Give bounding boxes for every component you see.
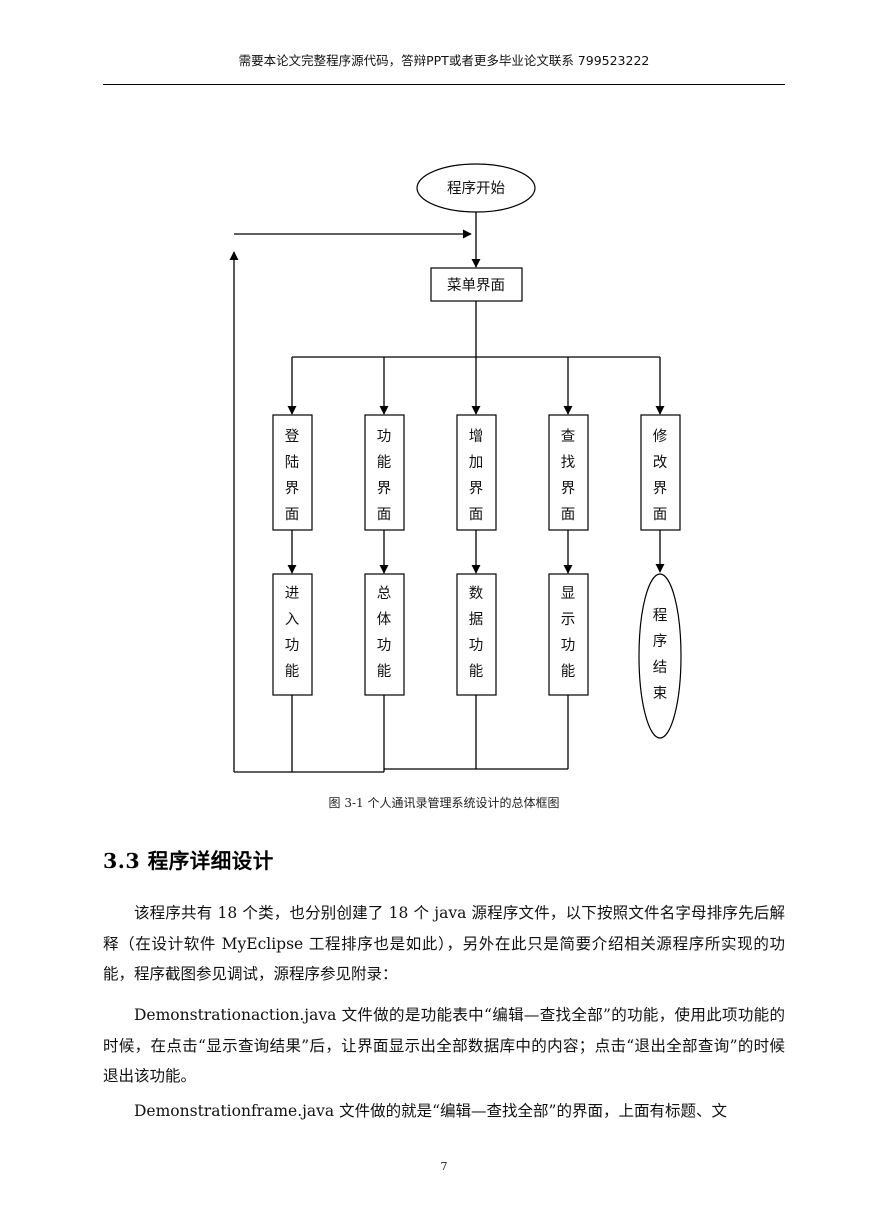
screen-label-3: 增加界面: [469, 428, 484, 523]
function-node-2: 总体功能: [364, 573, 405, 696]
start-label: 程序开始: [447, 180, 505, 197]
figure-caption: 图 3-1 个人通讯录管理系统设计的总体框图: [328, 796, 560, 810]
screen-label-5: 修改界面: [653, 428, 668, 523]
menu-node: 菜单界面: [430, 267, 523, 302]
paragraph-1: 该程序共有 18 个类，也分别创建了 18 个 java 源程序文件，以下按照文…: [103, 904, 785, 983]
screen-label-1: 登陆界面: [285, 428, 300, 523]
function-label-4: 显示功能: [561, 586, 576, 680]
function-label-3: 数据功能: [469, 585, 484, 680]
screen-node-5: 修改界面: [640, 414, 681, 531]
end-node: 程序结束: [638, 573, 682, 739]
function-label-1: 进入功能: [285, 585, 300, 680]
page-number: 7: [440, 1160, 448, 1173]
section-title: 3.3 程序详细设计: [103, 849, 274, 873]
screen-node-1: 登陆界面: [272, 414, 313, 531]
screen-label-2: 功能界面: [377, 428, 392, 523]
function-node-1: 进入功能: [272, 573, 313, 696]
menu-label: 菜单界面: [447, 277, 505, 294]
paragraph-3: Demonstrationframe.java 文件做的就是“编辑—查找全部”的…: [134, 1102, 727, 1120]
system-flowchart: 程序开始 菜单界面 登陆界面 功能界面 增加界面: [229, 163, 682, 773]
header-rule: [103, 84, 785, 85]
screen-node-3: 增加界面: [456, 414, 497, 531]
screen-node-2: 功能界面: [364, 414, 405, 531]
end-label: 程序结束: [653, 607, 668, 702]
function-node-4: 显示功能: [548, 573, 589, 696]
return-path: [229, 229, 569, 773]
function-label-2: 总体功能: [377, 585, 392, 680]
start-node: 程序开始: [416, 163, 536, 213]
paragraph-2: Demonstrationaction.java 文件做的是功能表中“编辑—查找…: [103, 1006, 785, 1085]
function-node-3: 数据功能: [456, 573, 497, 696]
page-header: 需要本论文完整程序源代码，答辩PPT或者更多毕业论文联系 799523222: [238, 53, 650, 68]
screen-label-4: 查找界面: [561, 428, 576, 523]
screen-node-4: 查找界面: [548, 414, 589, 531]
